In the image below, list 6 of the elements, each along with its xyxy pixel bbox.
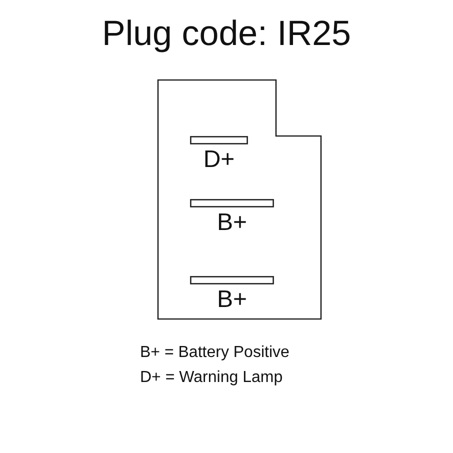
- legend-note: B+ = Battery Positive: [140, 343, 290, 363]
- pin-label: B+: [216, 210, 248, 236]
- pin-label: B+: [216, 287, 248, 313]
- plug-title: Plug code: IR25: [100, 14, 352, 54]
- pin-label: D+: [203, 147, 235, 173]
- legend-note: D+ = Warning Lamp: [140, 368, 283, 388]
